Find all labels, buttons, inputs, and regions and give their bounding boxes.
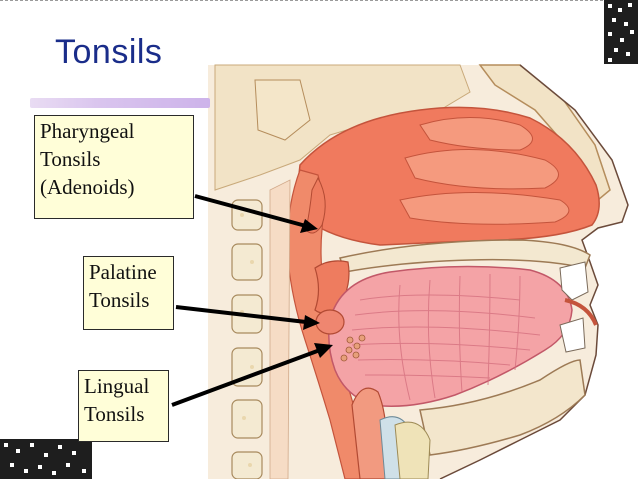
label-lingual-tonsils: Lingual Tonsils <box>78 370 169 442</box>
page-title: Tonsils <box>55 33 163 71</box>
arrow-palatine <box>175 305 307 324</box>
label-line: Tonsils <box>89 288 150 312</box>
label-line: Tonsils <box>40 147 101 171</box>
label-line: Pharyngeal <box>40 119 135 143</box>
corner-pattern-bottom-left <box>0 439 92 479</box>
arrow-pharyngeal <box>194 194 307 228</box>
top-border <box>0 0 638 9</box>
label-palatine-tonsils: Palatine Tonsils <box>83 256 174 330</box>
label-line: Tonsils <box>84 402 145 426</box>
corner-pattern-top-right <box>604 0 638 64</box>
label-line: Palatine <box>89 260 157 284</box>
label-line: (Adenoids) <box>40 175 135 199</box>
arrow-lingual <box>171 348 321 407</box>
label-pharyngeal-tonsils: Pharyngeal Tonsils (Adenoids) <box>34 115 194 219</box>
label-line: Lingual <box>84 374 150 398</box>
title-underline <box>30 98 210 108</box>
pointer-arrows <box>171 194 333 407</box>
